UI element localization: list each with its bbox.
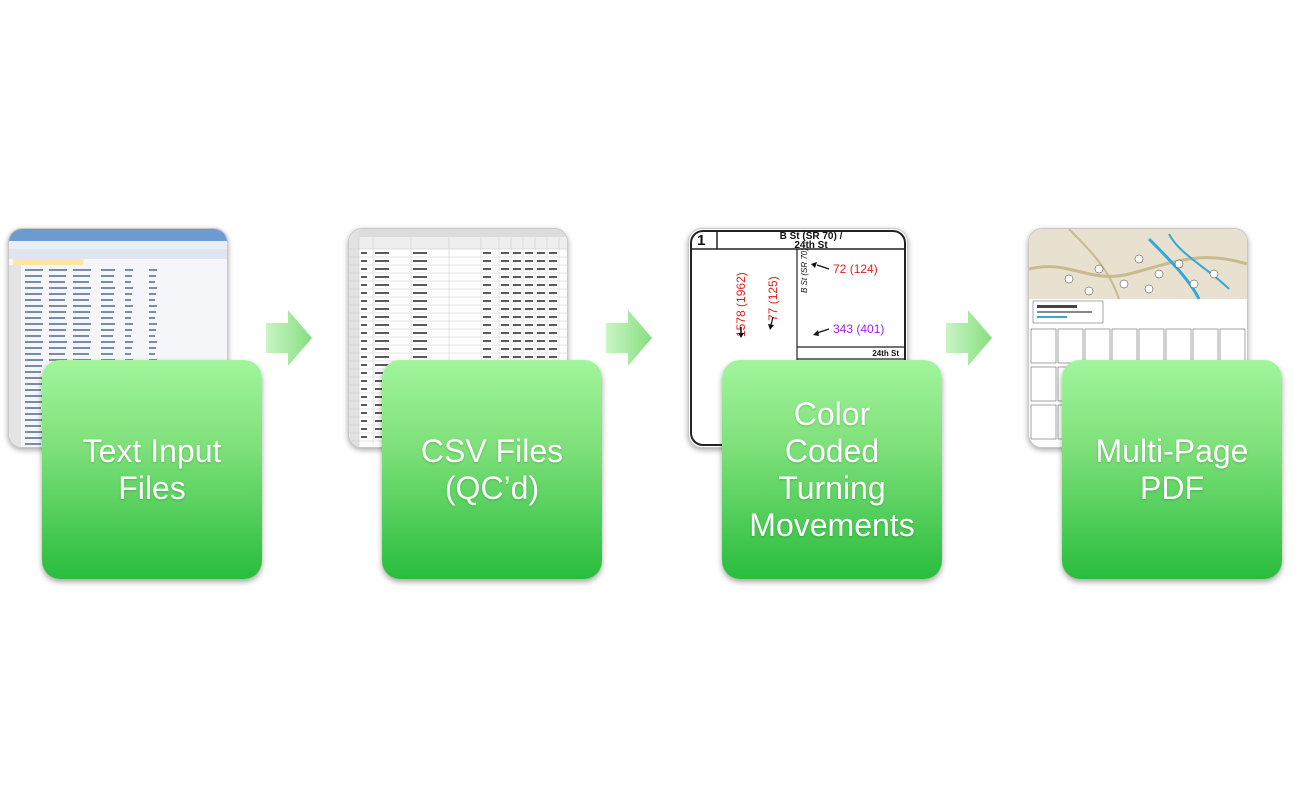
diagram-side-street: B St (SR 70)	[800, 248, 809, 293]
svg-text:1578 (1962): 1578 (1962)	[734, 272, 748, 337]
svg-text:343 (401): 343 (401)	[833, 322, 884, 336]
arrow-right-icon	[606, 310, 652, 366]
step-box-multi-page-pdf: Multi-Page PDF	[1062, 360, 1282, 579]
arrow-right-icon	[946, 310, 992, 366]
step-box-text-input: Text Input Files	[42, 360, 262, 579]
svg-text:77 (125): 77 (125)	[766, 276, 780, 321]
step-box-turning-movements: Color Coded Turning Movements	[722, 360, 942, 579]
movement-343: 343 (401)	[813, 322, 884, 336]
step-label: Multi-Page PDF	[1095, 432, 1249, 506]
arrow-right-icon	[266, 310, 312, 366]
movement-72: 72 (124)	[811, 262, 878, 276]
movement-1578: 1578 (1962)	[734, 272, 748, 338]
step-label: Color Coded Turning Movements	[749, 395, 915, 543]
step-label: Text Input Files	[82, 432, 222, 506]
step-label: CSV Files (QC’d)	[420, 432, 564, 506]
diagram-bottom-street: 24th St	[872, 349, 899, 358]
diagram-street-title-line2: 24th St	[794, 240, 828, 251]
diagram-street-title-line1: B St (SR 70) /	[780, 231, 843, 242]
step-box-csv-files: CSV Files (QC’d)	[382, 360, 602, 579]
svg-text:72 (124): 72 (124)	[833, 262, 878, 276]
movement-77: 77 (125)	[766, 276, 780, 330]
diagram-number: 1	[697, 232, 705, 249]
